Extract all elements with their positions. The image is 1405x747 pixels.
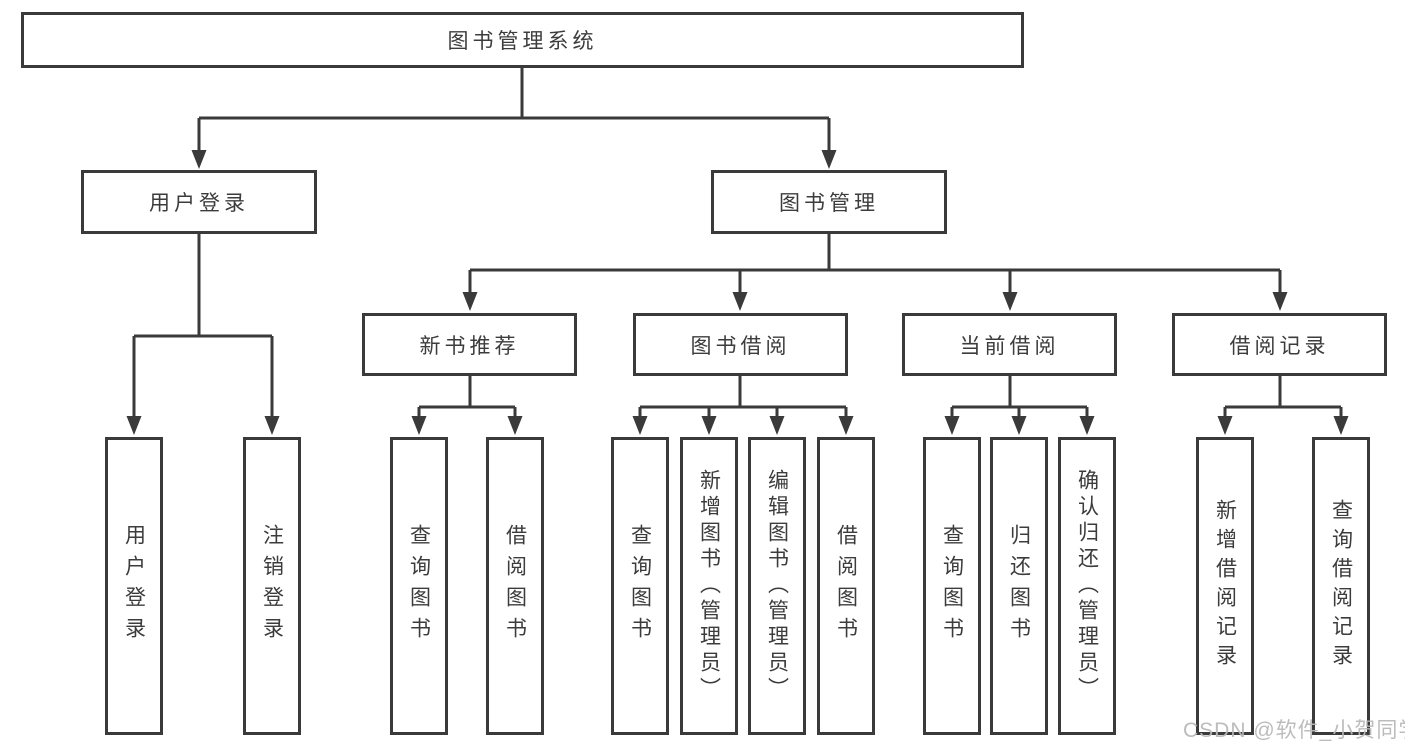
- node-label: 确认归还（管理员）: [1075, 469, 1099, 703]
- arrowheads: [126, 150, 1349, 435]
- node-label: 查询图书: [940, 524, 964, 648]
- arrowhead-down: [1079, 416, 1095, 435]
- node-label: 查询借阅记录: [1329, 499, 1353, 673]
- arrowhead-down: [838, 416, 854, 435]
- node-current-borrowing: 当前借阅: [902, 313, 1117, 376]
- node-label: 图书借阅: [690, 334, 791, 358]
- csdn-watermark: CSDN @软件_小贺同学: [1183, 719, 1405, 742]
- arrowhead-down: [732, 292, 748, 311]
- arrowhead-down: [821, 150, 837, 169]
- node-label: 新书推荐: [419, 334, 520, 358]
- node-root-system: 图书管理系统: [21, 12, 1024, 68]
- arrowhead-down: [411, 416, 427, 435]
- node-borrow-books-borrowing: 借阅图书: [817, 437, 875, 735]
- node-label: 图书管理: [779, 192, 879, 215]
- node-borrow-records: 借阅记录: [1172, 313, 1387, 376]
- arrowhead-down: [632, 416, 648, 435]
- connector-current-borrowing-to-leaves: [950, 376, 1089, 418]
- node-label: 图书管理系统: [447, 30, 598, 53]
- node-label: 当前借阅: [959, 334, 1060, 358]
- connector-book-borrowing-to-leaves: [638, 376, 848, 418]
- node-query-books-borrowing: 查询图书: [611, 437, 669, 735]
- connector-root-to-level2: [197, 68, 831, 152]
- node-label: 查询图书: [628, 524, 652, 648]
- arrowhead-down: [126, 416, 142, 435]
- node-add-books-admin: 新增图书（管理员）: [680, 437, 738, 735]
- node-label: 新增图书（管理员）: [697, 469, 721, 703]
- arrowhead-down: [264, 416, 280, 435]
- node-edit-books-admin: 编辑图书（管理员）: [748, 437, 806, 735]
- node-label: 用户登录: [149, 192, 249, 215]
- node-label: 借阅图书: [834, 524, 858, 648]
- node-user-login-action: 用户登录: [105, 437, 163, 735]
- arrowhead-down: [191, 150, 207, 169]
- node-return-books: 归还图书: [990, 437, 1048, 735]
- arrowhead-down: [1002, 292, 1018, 311]
- node-logout-action: 注销登录: [243, 437, 301, 735]
- node-label: 用户登录: [122, 524, 146, 648]
- node-label: 查询图书: [407, 524, 431, 648]
- connector-user-login-to-leaves: [132, 234, 274, 418]
- node-book-management: 图书管理: [711, 170, 947, 234]
- arrowhead-down: [944, 416, 960, 435]
- connector-borrow-records-to-leaves: [1223, 376, 1343, 418]
- node-confirm-return-admin: 确认归还（管理员）: [1058, 437, 1116, 735]
- node-new-book-recommend: 新书推荐: [362, 313, 577, 376]
- arrowhead-down: [462, 292, 478, 311]
- arrowhead-down: [1217, 416, 1233, 435]
- node-label: 新增借阅记录: [1213, 499, 1237, 673]
- arrowhead-down: [769, 416, 785, 435]
- arrowhead-down: [701, 416, 717, 435]
- node-query-books-recommend: 查询图书: [390, 437, 448, 735]
- node-label: 注销登录: [260, 524, 284, 648]
- node-label: 借阅图书: [503, 524, 527, 648]
- node-query-borrow-record: 查询借阅记录: [1312, 437, 1370, 735]
- node-label: 归还图书: [1007, 524, 1031, 648]
- node-user-login: 用户登录: [81, 170, 317, 234]
- node-book-borrowing: 图书借阅: [633, 313, 848, 376]
- connector-new-book-recommend-to-leaves: [417, 376, 517, 418]
- connector-book-management-to-level3: [468, 234, 1282, 294]
- node-label: 编辑图书（管理员）: [765, 469, 789, 703]
- arrowhead-down: [1272, 292, 1288, 311]
- arrowhead-down: [507, 416, 523, 435]
- node-add-borrow-record: 新增借阅记录: [1196, 437, 1254, 735]
- arrowhead-down: [1333, 416, 1349, 435]
- node-query-books-current: 查询图书: [923, 437, 981, 735]
- node-borrow-books-recommend: 借阅图书: [486, 437, 544, 735]
- node-label: 借阅记录: [1229, 334, 1330, 358]
- arrowhead-down: [1011, 416, 1027, 435]
